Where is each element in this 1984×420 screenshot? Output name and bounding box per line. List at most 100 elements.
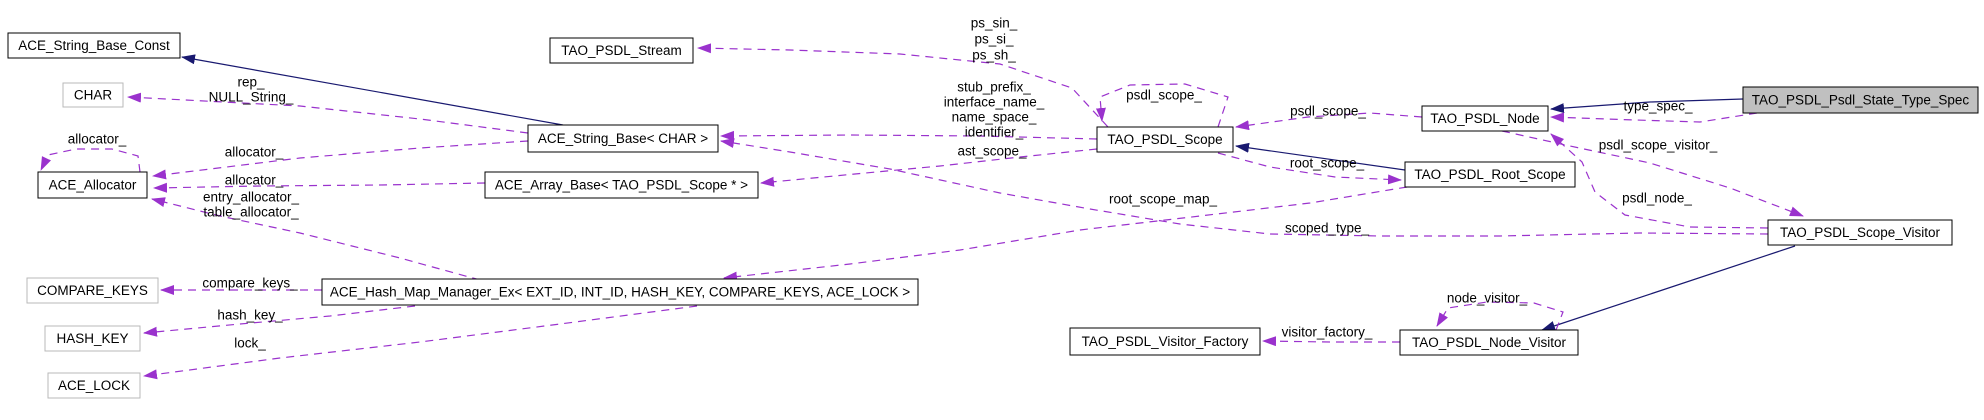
edge-usage-allocator-from-arraybase — [153, 182, 486, 193]
class-node-hash-key[interactable]: HASH_KEY — [44, 325, 141, 352]
class-node-box[interactable] — [321, 278, 919, 306]
edge-label-usage-ast-scope: ast_scope_ — [957, 144, 1027, 159]
class-node-ace-array-base[interactable]: ACE_Array_Base< TAO_PSDL_Scope * > — [484, 171, 759, 199]
class-node-label: TAO_PSDL_Node_Visitor — [1412, 335, 1567, 350]
class-node-box[interactable] — [7, 32, 181, 59]
class-node-ace-hash-map[interactable]: ACE_Hash_Map_Manager_Ex< EXT_ID, INT_ID,… — [321, 278, 919, 306]
edge-usage-root-scope-map — [723, 186, 1408, 282]
class-node-ace-lock[interactable]: ACE_LOCK — [47, 372, 141, 399]
edge-label-usage-ps-streams: ps_sh_ — [972, 48, 1016, 63]
class-node-label: TAO_PSDL_Psdl_State_Type_Spec — [1752, 93, 1970, 108]
edge-label-usage-hash-key: hash_key_ — [217, 308, 283, 323]
class-node-label: TAO_PSDL_Root_Scope — [1414, 167, 1565, 182]
edge-usage-allocator-from-stringbase — [152, 140, 529, 180]
edge-usage-root-scope — [1217, 152, 1402, 185]
edge-usage-node-visitor-self — [1436, 301, 1564, 331]
class-node-ace-string-base-char[interactable]: ACE_String_Base< CHAR > — [527, 124, 719, 153]
edge-label-usage-scoped-type: scoped_type_ — [1285, 221, 1370, 236]
class-node-char[interactable]: CHAR — [62, 82, 124, 108]
class-node-tao-psdl-scope-visitor[interactable]: TAO_PSDL_Scope_Visitor — [1767, 219, 1953, 246]
class-node-tao-psdl-node-visitor[interactable]: TAO_PSDL_Node_Visitor — [1399, 329, 1579, 356]
class-node-label: CHAR — [74, 88, 113, 103]
class-node-box[interactable] — [484, 171, 759, 199]
class-node-tao-psdl-visitor-factory[interactable]: TAO_PSDL_Visitor_Factory — [1069, 327, 1261, 356]
class-node-label: ACE_String_Base_Const — [18, 38, 170, 53]
edge-layer — [40, 43, 1804, 380]
class-node-ace-allocator[interactable]: ACE_Allocator — [37, 171, 148, 199]
class-node-box[interactable] — [527, 124, 719, 153]
class-node-label: COMPARE_KEYS — [37, 283, 148, 298]
edge-label-usage-compare-keys: compare_keys_ — [202, 276, 298, 291]
edge-label-usage-scope-strings: identifier_ — [965, 125, 1024, 140]
edge-usage-type-spec — [1550, 112, 1758, 123]
edge-label-usage-lock: lock_ — [234, 336, 266, 351]
class-node-tao-psdl-node[interactable]: TAO_PSDL_Node — [1421, 105, 1549, 132]
edge-label-usage-allocator-from-arraybase: allocator_ — [225, 173, 284, 188]
edge-usage-hash-key — [143, 305, 416, 337]
edge-label-usage-node-visitor-self: node_visitor_ — [1447, 291, 1528, 306]
edge-usage-allocator-self — [40, 148, 141, 173]
edge-label-usage-scope-strings: interface_name_ — [944, 95, 1045, 110]
edge-label-usage-rep-null-string: NULL_String_ — [209, 90, 294, 105]
edge-label-usage-psdl-scope-self: psdl_scope_ — [1126, 88, 1202, 103]
edge-usage-psdl-scope-visitor — [1501, 130, 1804, 217]
edge-usage-ps-streams — [697, 43, 1109, 128]
class-node-box[interactable] — [1767, 219, 1953, 246]
class-node-label: HASH_KEY — [56, 331, 128, 346]
edge-usage-psdl-scope-self — [1095, 83, 1229, 128]
class-node-tao-psdl-psdl-state-type-spec[interactable]: TAO_PSDL_Psdl_State_Type_Spec — [1742, 86, 1979, 114]
edge-usage-scoped-type — [720, 138, 1769, 237]
edge-label-usage-ps-streams: ps_sin_ — [971, 16, 1018, 31]
class-node-box[interactable] — [44, 325, 141, 352]
class-node-box[interactable] — [62, 82, 124, 108]
class-node-label: TAO_PSDL_Scope — [1107, 132, 1222, 147]
edge-usage-rep-null-string — [127, 92, 529, 134]
class-node-label: ACE_String_Base< CHAR > — [538, 131, 708, 146]
edge-inherit-stringbase-to-const — [181, 54, 564, 126]
edge-label-usage-psdl-scope-visitor: psdl_scope_visitor_ — [1599, 138, 1718, 153]
class-node-box[interactable] — [1421, 105, 1549, 132]
class-node-label: TAO_PSDL_Scope_Visitor — [1780, 225, 1941, 240]
edge-label-usage-allocator-self: allocator_ — [68, 132, 127, 147]
edge-usage-scope-strings — [720, 130, 1098, 141]
class-node-label: ACE_Hash_Map_Manager_Ex< EXT_ID, INT_ID,… — [330, 285, 910, 300]
edge-label-usage-type-spec: type_spec_ — [1623, 99, 1693, 114]
class-node-box[interactable] — [26, 277, 159, 304]
class-node-label: TAO_PSDL_Stream — [561, 43, 682, 58]
class-node-tao-psdl-scope[interactable]: TAO_PSDL_Scope — [1096, 126, 1234, 153]
edge-inherit-statetypespec-to-node — [1550, 98, 1744, 114]
class-node-box[interactable] — [549, 37, 694, 64]
class-node-label: ACE_LOCK — [58, 378, 130, 393]
class-node-tao-psdl-stream[interactable]: TAO_PSDL_Stream — [549, 37, 694, 64]
class-node-box[interactable] — [1742, 86, 1979, 114]
edge-label-usage-scope-strings: name_space_ — [952, 110, 1037, 125]
edge-label-usage-psdl-scope-from-node: psdl_scope_ — [1290, 104, 1366, 119]
class-node-ace-string-base-const[interactable]: ACE_String_Base_Const — [7, 32, 181, 59]
edge-label-usage-rep-null-string: rep_ — [237, 75, 265, 90]
edge-label-layer: rep_NULL_String_allocator_allocator_allo… — [68, 16, 1718, 351]
class-node-box[interactable] — [47, 372, 141, 399]
edge-label-usage-visitor-factory: visitor_factory_ — [1282, 325, 1373, 340]
class-node-box[interactable] — [1069, 327, 1261, 356]
class-node-box[interactable] — [37, 171, 148, 199]
class-node-label: ACE_Allocator — [49, 178, 137, 193]
class-node-label: TAO_PSDL_Visitor_Factory — [1082, 334, 1249, 349]
edge-label-usage-root-scope-map: root_scope_map_ — [1109, 192, 1218, 207]
class-node-box[interactable] — [1096, 126, 1234, 153]
edge-usage-lock — [143, 305, 698, 380]
edge-usage-visitor-factory — [1262, 336, 1400, 347]
class-node-label: TAO_PSDL_Node — [1430, 111, 1539, 126]
edge-label-usage-ps-streams: ps_si_ — [974, 32, 1014, 47]
edge-inherit-scopevisitor-to-nodevisitor — [1541, 245, 1796, 331]
edge-usage-allocator-from-hashmap — [151, 197, 481, 281]
edge-label-usage-root-scope: root_scope_ — [1290, 156, 1365, 171]
class-node-compare-keys[interactable]: COMPARE_KEYS — [26, 277, 159, 304]
class-node-tao-psdl-root-scope[interactable]: TAO_PSDL_Root_Scope — [1404, 161, 1576, 188]
class-node-box[interactable] — [1399, 329, 1579, 356]
edge-label-usage-allocator-from-hashmap: table_allocator_ — [203, 205, 299, 220]
class-node-label: ACE_Array_Base< TAO_PSDL_Scope * > — [495, 178, 748, 193]
edge-inherit-rootscope-to-scope — [1235, 142, 1406, 171]
class-node-box[interactable] — [1404, 161, 1576, 188]
